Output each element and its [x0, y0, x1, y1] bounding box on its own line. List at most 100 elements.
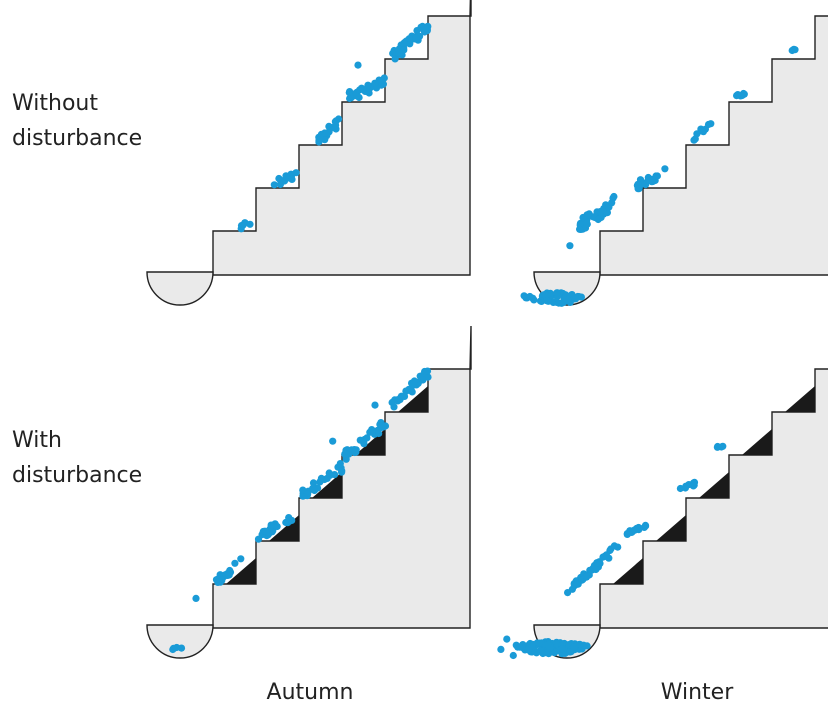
- water-dot: [676, 484, 685, 493]
- disturbance-wedge: [312, 472, 342, 498]
- water-dot: [304, 490, 312, 498]
- water-dot: [509, 651, 517, 660]
- collection-bowl: [146, 624, 214, 659]
- water-dot: [282, 172, 290, 180]
- water-dot: [698, 127, 707, 135]
- water-dot: [661, 165, 669, 173]
- panel-winter-with-disturbance: [497, 368, 828, 660]
- disturbance-wedge: [656, 515, 686, 541]
- water-dot: [365, 89, 373, 97]
- water-dot: [246, 220, 254, 228]
- water-dot: [566, 648, 574, 656]
- water-dot: [192, 594, 200, 603]
- water-dot: [790, 45, 798, 53]
- disturbance-wedge: [785, 386, 815, 412]
- water-dot: [345, 89, 353, 97]
- water-dot: [276, 180, 284, 189]
- water-dot: [177, 644, 186, 652]
- water-dot: [544, 641, 552, 649]
- water-dot: [570, 643, 578, 651]
- water-dot: [516, 643, 524, 651]
- water-dot: [599, 553, 607, 561]
- water-dot: [421, 367, 429, 376]
- water-dot: [564, 589, 572, 597]
- collection-bowl: [146, 271, 214, 306]
- row-label-with-line1: With: [12, 428, 62, 453]
- water-dot: [273, 522, 281, 531]
- water-dot: [503, 635, 511, 643]
- water-dot: [714, 442, 722, 451]
- water-dot: [400, 39, 408, 47]
- water-dot: [526, 292, 534, 301]
- water-dot: [395, 49, 404, 57]
- water-dot: [325, 122, 333, 130]
- water-dot: [237, 555, 245, 563]
- water-dot: [410, 377, 418, 385]
- water-dot: [364, 81, 372, 89]
- disturbance-wedge: [613, 558, 643, 584]
- water-dot: [412, 34, 420, 42]
- water-dot: [572, 295, 580, 303]
- water-dot: [371, 79, 379, 87]
- water-dot: [400, 392, 409, 400]
- water-dot: [389, 49, 397, 58]
- staircase-shape: [599, 15, 828, 276]
- water-dot: [292, 169, 300, 177]
- water-dot: [368, 427, 377, 435]
- water-dot: [270, 181, 278, 189]
- water-dot: [608, 199, 616, 207]
- panel-winter-without-disturbance: [520, 15, 828, 307]
- water-dot: [577, 293, 586, 301]
- water-dot: [596, 559, 604, 568]
- panel-autumn-without-disturbance: [146, 0, 472, 306]
- water-dot: [576, 225, 584, 233]
- row-label-without-line1: Without: [12, 91, 98, 116]
- panel-autumn-with-disturbance: [146, 325, 472, 659]
- water-dot: [644, 176, 652, 185]
- water-dot: [719, 442, 727, 450]
- water-dot: [405, 35, 413, 43]
- water-dot: [610, 192, 618, 201]
- water-dot: [592, 565, 600, 574]
- column-label-autumn: Autumn: [267, 680, 354, 702]
- water-dot: [321, 129, 329, 137]
- water-dot: [641, 521, 650, 530]
- water-dot: [381, 422, 390, 430]
- water-dot: [265, 529, 273, 537]
- water-dot: [310, 486, 319, 495]
- water-dot: [623, 530, 631, 539]
- water-dot: [733, 92, 741, 100]
- water-dot: [231, 559, 239, 567]
- disturbance-wedge: [226, 558, 256, 584]
- water-dot: [390, 403, 398, 411]
- row-label-with-line2: disturbance: [12, 463, 142, 488]
- water-dot: [376, 420, 384, 428]
- water-dot: [359, 86, 368, 94]
- water-dot: [566, 242, 574, 250]
- column-label-winter: Winter: [661, 680, 734, 702]
- water-dot: [309, 479, 318, 487]
- staircase-shape: [212, 0, 472, 276]
- water-dot: [605, 554, 613, 562]
- water-dot: [555, 299, 563, 307]
- water-dot: [318, 476, 326, 484]
- water-dot: [423, 25, 431, 33]
- water-dot: [614, 543, 622, 551]
- water-dot: [542, 291, 550, 299]
- water-dot: [288, 175, 296, 183]
- water-dot: [355, 93, 363, 102]
- water-dot: [341, 450, 349, 458]
- water-dot: [299, 486, 307, 494]
- water-dot: [535, 639, 543, 647]
- disturbance-wedge: [398, 386, 428, 412]
- row-label-without-line2: disturbance: [12, 126, 142, 151]
- water-dot: [336, 460, 344, 468]
- water-dot: [329, 437, 337, 445]
- water-dot: [332, 121, 340, 129]
- water-dot: [371, 401, 379, 409]
- water-dot: [237, 222, 246, 230]
- water-dot: [653, 172, 662, 180]
- water-dot: [560, 295, 568, 303]
- water-dot: [321, 136, 329, 144]
